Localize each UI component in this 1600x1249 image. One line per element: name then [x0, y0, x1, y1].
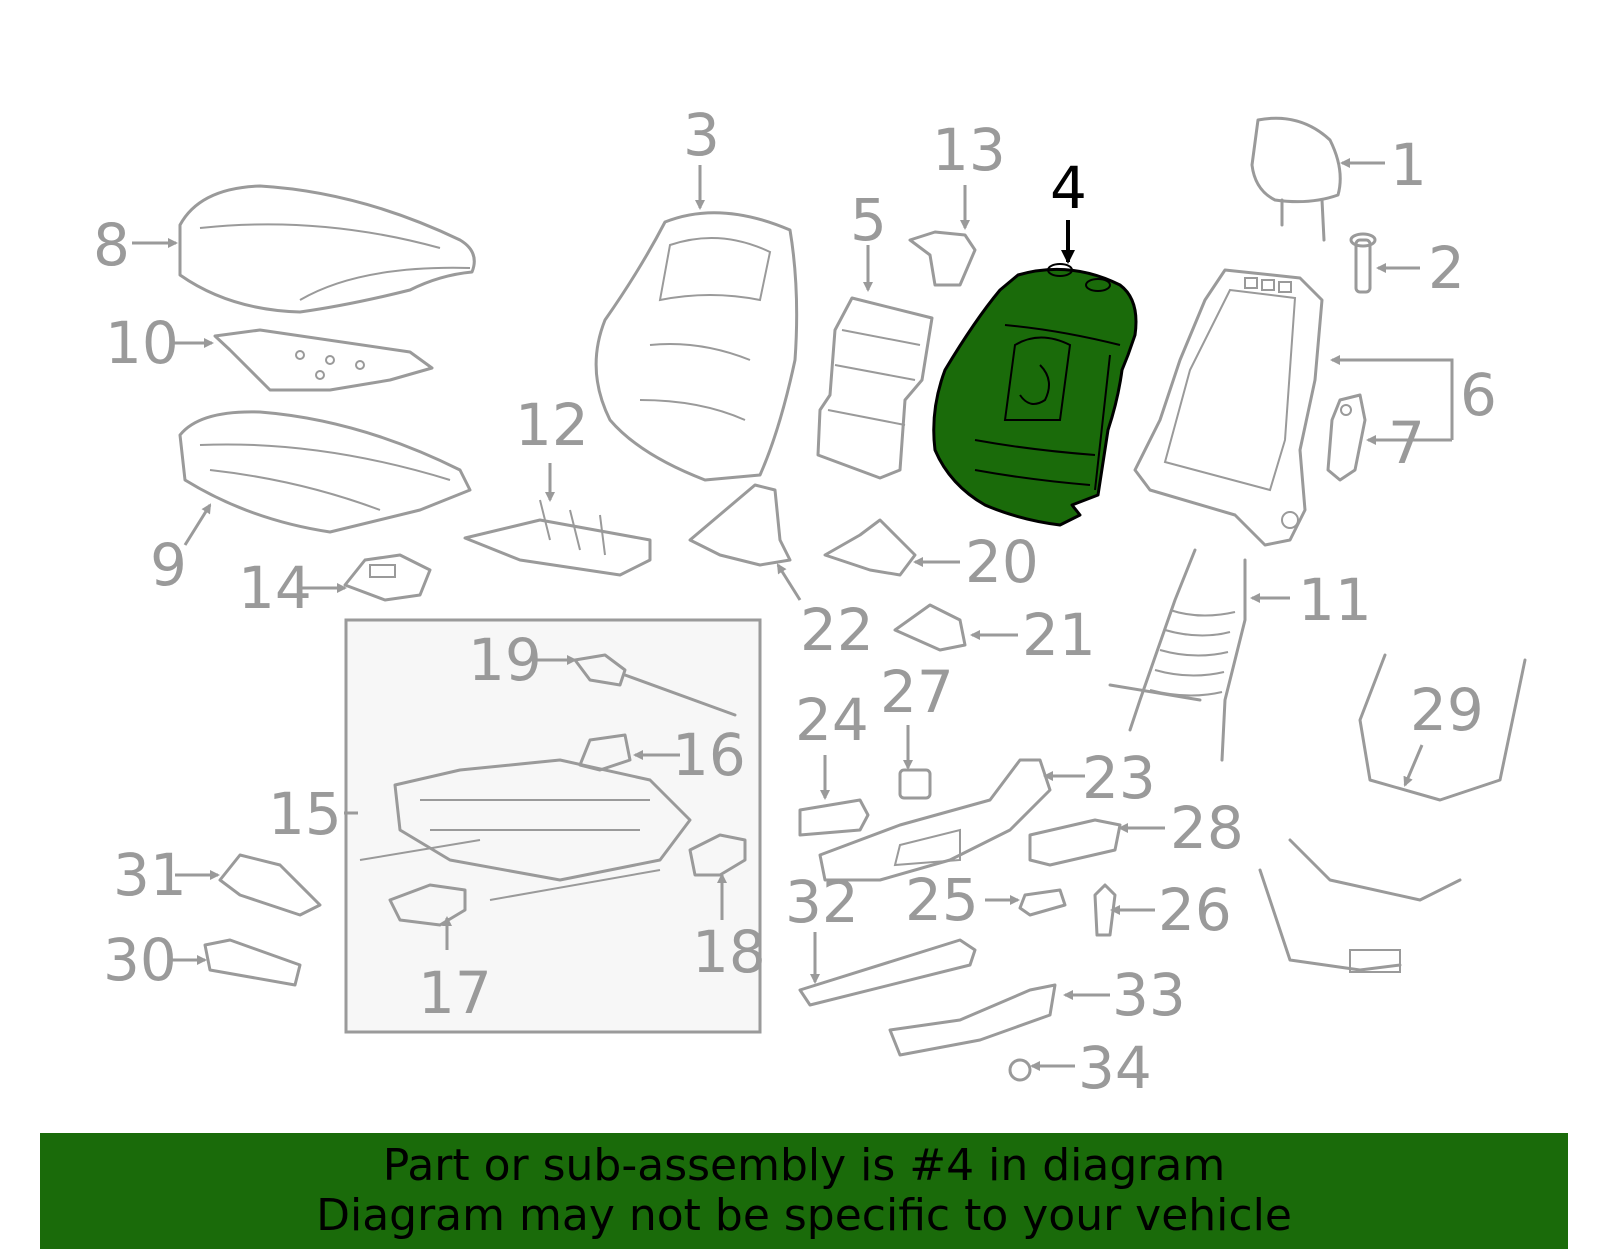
- part-11-lumbar-suspension[interactable]: [1108, 548, 1247, 762]
- part-18-motor[interactable]: [688, 833, 747, 877]
- banner-line-2: Diagram may not be specific to your vehi…: [316, 1190, 1292, 1241]
- part-4-seatback-pad-highlighted[interactable]: [932, 263, 1138, 527]
- part-28-switch-bezel[interactable]: [1028, 818, 1122, 867]
- part-2-guide[interactable]: [1349, 232, 1377, 294]
- callout-22: 22: [800, 596, 874, 664]
- part-14-module[interactable]: [343, 553, 432, 602]
- part-3-seatback-cover[interactable]: [594, 211, 799, 482]
- part-9-cushion-pad[interactable]: [178, 410, 472, 534]
- callout-24: 24: [795, 686, 869, 754]
- part-29-wire-harness[interactable]: [1258, 653, 1527, 973]
- callout-12: 12: [515, 391, 589, 459]
- part-20-trim[interactable]: [823, 518, 917, 577]
- callout-11: 11: [1298, 566, 1372, 634]
- part-25-knob[interactable]: [1018, 888, 1067, 917]
- part-32-trim[interactable]: [798, 938, 977, 1007]
- info-banner: Part or sub-assembly is #4 in diagram Di…: [40, 1133, 1568, 1249]
- part-6-seatback-frame[interactable]: [1133, 268, 1324, 547]
- callout-14: 14: [238, 554, 312, 622]
- part-26-knob[interactable]: [1093, 883, 1117, 937]
- part-27-button[interactable]: [898, 768, 932, 800]
- part-5-back-panel[interactable]: [816, 296, 934, 480]
- callout-26: 26: [1158, 876, 1232, 944]
- callout-9: 9: [150, 531, 187, 599]
- seat-parts-diagram: 1 2 3 4 5 6 7 8 9 10 11 12 13 14 15 16 1…: [93, 101, 1527, 1102]
- callout-5: 5: [850, 186, 887, 254]
- callout-6: 6: [1460, 361, 1497, 429]
- inset-box-15: [344, 618, 762, 1034]
- callout-33: 33: [1112, 961, 1186, 1029]
- part-22-cover[interactable]: [688, 483, 792, 567]
- callout-34: 34: [1078, 1034, 1152, 1102]
- callout-3: 3: [683, 101, 720, 169]
- callout-4: 4: [1050, 154, 1087, 222]
- callout-17: 17: [418, 959, 492, 1027]
- part-17-motor[interactable]: [388, 883, 467, 927]
- part-16-motor[interactable]: [578, 733, 632, 772]
- callout-15: 15: [268, 780, 342, 848]
- callout-32: 32: [785, 868, 859, 936]
- callout-27: 27: [880, 658, 954, 726]
- part-8-cushion-cover[interactable]: [178, 184, 476, 314]
- part-24-switch[interactable]: [798, 798, 870, 837]
- part-23-side-trim[interactable]: [818, 758, 1052, 882]
- callout-16: 16: [672, 721, 746, 789]
- part-7-recliner-motor[interactable]: [1326, 393, 1367, 482]
- callout-1: 1: [1390, 131, 1427, 199]
- part-31-bracket[interactable]: [218, 853, 322, 917]
- callout-23: 23: [1082, 744, 1156, 812]
- callout-19: 19: [468, 626, 542, 694]
- callout-31: 31: [113, 841, 187, 909]
- callout-29: 29: [1410, 676, 1484, 744]
- part-19-cable[interactable]: [573, 653, 737, 717]
- callout-25: 25: [905, 866, 979, 934]
- callout-28: 28: [1170, 794, 1244, 862]
- part-10-cushion-pan[interactable]: [213, 328, 434, 392]
- callout-10: 10: [105, 309, 179, 377]
- part-30-module[interactable]: [203, 938, 302, 987]
- callout-30: 30: [103, 926, 177, 994]
- callout-7: 7: [1388, 409, 1425, 477]
- part-12-cushion-frame[interactable]: [463, 499, 652, 577]
- callout-20: 20: [965, 528, 1039, 596]
- banner-line-1: Part or sub-assembly is #4 in diagram: [382, 1140, 1226, 1191]
- part-13-bracket[interactable]: [908, 230, 977, 287]
- callout-18: 18: [692, 918, 766, 986]
- callout-21: 21: [1022, 601, 1096, 669]
- callout-8: 8: [93, 211, 130, 279]
- part-1-headrest[interactable]: [1250, 116, 1342, 242]
- part-33-trim[interactable]: [888, 983, 1057, 1057]
- part-15-seat-adjuster[interactable]: [359, 758, 692, 901]
- part-34-clip[interactable]: [1008, 1058, 1032, 1082]
- callout-13: 13: [932, 116, 1006, 184]
- callout-2: 2: [1428, 234, 1465, 302]
- part-21-bracket[interactable]: [893, 603, 967, 652]
